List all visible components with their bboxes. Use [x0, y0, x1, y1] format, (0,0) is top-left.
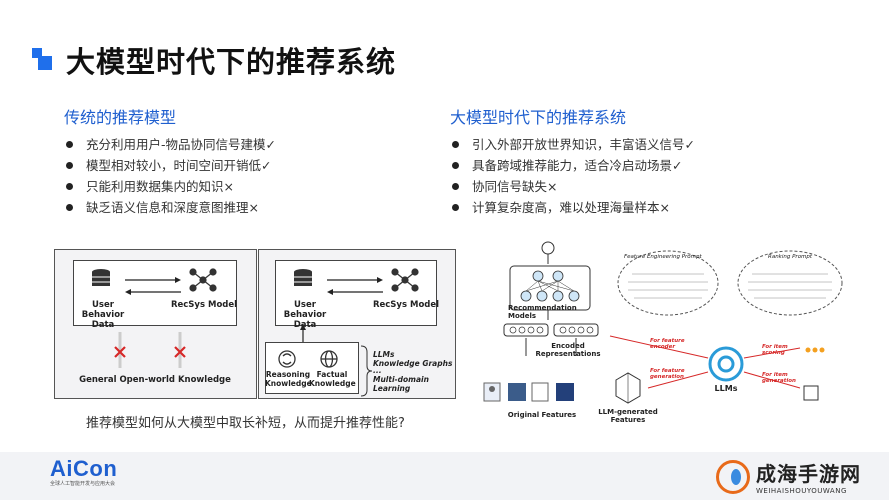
bullet-text: 缺乏语义信息和深度意图推理×	[86, 200, 259, 215]
traditional-diagram-svg	[92, 268, 217, 368]
bullet-item: 充分利用用户-物品协同信号建模✓	[64, 134, 424, 155]
watermark: 成海手游网 WEIHAISHOUYOUWANG	[716, 458, 861, 495]
bullet-text: 具备跨域推荐能力，适合冷启动场景✓	[472, 158, 683, 173]
bullet-text: 引入外部开放世界知识，丰富语义信号✓	[472, 137, 695, 152]
bullet-item: 缺乏语义信息和深度意图推理×	[64, 197, 424, 218]
brand-subtitle: 全球人工智能开发与应用大会	[50, 481, 116, 487]
bullet-text: 只能利用数据集内的知识×	[86, 179, 234, 194]
llm-recsys-pipeline-diagram: Recommendation Models Encoded Representa…	[478, 238, 848, 428]
bullet-dot-icon	[66, 183, 73, 190]
diagram-caption: 推荐模型如何从大模型中取长补短，从而提升推荐性能?	[86, 416, 405, 431]
llm-generated-features-label: LLM-generated Features	[598, 408, 658, 424]
item-generation-label: For item generation	[762, 372, 796, 384]
slide-header: 大模型时代下的推荐系统	[32, 40, 396, 80]
watermark-logo-icon	[716, 459, 750, 494]
section-heading-llm: 大模型时代下的推荐系统	[450, 108, 627, 127]
bullet-dot-icon	[452, 162, 459, 169]
bullet-text: 协同信号缺失×	[472, 179, 558, 194]
bullet-dot-icon	[66, 162, 73, 169]
section-heading-traditional: 传统的推荐模型	[64, 108, 177, 127]
traditional-bullets: 充分利用用户-物品协同信号建模✓ 模型相对较小，时间空间开销低✓ 只能利用数据集…	[64, 134, 424, 218]
original-features-label: Original Features	[507, 411, 577, 419]
recsys-model-label: RecSys Model	[372, 300, 440, 310]
brand-logo: AiCon 全球人工智能开发与应用大会	[50, 456, 117, 487]
feature-generation-label: For feature generation	[650, 368, 685, 380]
bullet-dot-icon	[452, 204, 459, 211]
factual-knowledge-label: Factual Knowledge	[309, 370, 356, 388]
cross-icon	[114, 346, 186, 358]
bullet-item: 计算复杂度高，难以处理海量样本×	[450, 197, 870, 218]
bullet-dot-icon	[66, 141, 73, 148]
item-generation-icon	[803, 385, 819, 401]
traditional-models-section: 传统的推荐模型 充分利用用户-物品协同信号建模✓ 模型相对较小，时间空间开销低✓…	[64, 104, 424, 218]
ranking-prompt-bubble	[737, 250, 843, 316]
bullet-item: 引入外部开放世界知识，丰富语义信号✓	[450, 134, 870, 155]
feature-prompt-bubble	[617, 250, 719, 316]
reasoning-knowledge-label: Reasoning Knowledge	[265, 370, 312, 388]
traditional-diagram-panel: User Behavior Data RecSys Model General …	[54, 249, 257, 399]
llms-label: LLMs	[373, 350, 395, 359]
database-icon	[294, 269, 312, 286]
feature-encoder-label: For feature encoder	[650, 338, 685, 350]
knowledge-graphs-label: Knowledge Graphs	[373, 359, 453, 368]
globe-icon	[320, 350, 338, 368]
fe-prompt-title: Feature Engineering Prompt	[624, 254, 702, 260]
bullet-dot-icon	[452, 141, 459, 148]
rec-models-label: Recommendation Models	[508, 304, 577, 320]
watermark-title: 成海手游网	[756, 462, 861, 486]
llm-diagram-panel: User Behavior Data RecSys Model Reasonin…	[258, 249, 456, 399]
llms-label: LLMs	[714, 384, 738, 393]
knowledge-box	[265, 342, 359, 394]
database-icon	[92, 269, 110, 286]
original-features-icons	[483, 382, 574, 402]
watermark-subtitle: WEIHAISHOUYOUWANG	[756, 487, 847, 495]
user-behavior-label: User Behavior Data	[81, 300, 125, 330]
encoded-repr-label: Encoded Representations	[535, 342, 601, 358]
bullet-text: 模型相对较小，时间空间开销低✓	[86, 158, 272, 173]
llm-logo-icon	[708, 346, 744, 382]
item-scoring-label: For item scoring	[762, 344, 788, 356]
multi-domain-label: Multi-domain Learning	[373, 375, 429, 393]
bullet-item: 只能利用数据集内的知识×	[64, 176, 424, 197]
llm-era-section: 大模型时代下的推荐系统 引入外部开放世界知识，丰富语义信号✓ 具备跨域推荐能力，…	[450, 104, 870, 218]
slide-title: 大模型时代下的推荐系统	[66, 45, 397, 79]
llm-diagram-svg	[278, 268, 419, 397]
brain-icon	[278, 350, 296, 368]
bullet-text: 计算复杂度高，难以处理海量样本×	[472, 200, 670, 215]
item-scoring-icon	[805, 347, 825, 353]
output-node-icon	[541, 241, 555, 255]
brand-name: AiCon	[50, 456, 118, 481]
bullet-item: 模型相对较小，时间空间开销低✓	[64, 155, 424, 176]
title-mark-icon	[32, 48, 52, 72]
user-behavior-label: User Behavior Data	[283, 300, 327, 330]
network-icon	[189, 268, 217, 292]
ellipsis-label: ...	[373, 366, 382, 375]
bullet-item: 协同信号缺失×	[450, 176, 870, 197]
bullet-text: 充分利用用户-物品协同信号建模✓	[86, 137, 276, 152]
bullet-dot-icon	[452, 183, 459, 190]
recsys-model-label: RecSys Model	[170, 300, 238, 310]
network-icon	[391, 268, 419, 292]
ranking-prompt-title: Ranking Prompt	[768, 254, 813, 260]
bullet-item: 具备跨域推荐能力，适合冷启动场景✓	[450, 155, 870, 176]
llm-bullets: 引入外部开放世界知识，丰富语义信号✓ 具备跨域推荐能力，适合冷启动场景✓ 协同信…	[450, 134, 870, 218]
pipeline-svg	[483, 241, 843, 404]
open-world-knowledge-label: General Open-world Knowledge	[79, 375, 231, 385]
bullet-dot-icon	[66, 204, 73, 211]
